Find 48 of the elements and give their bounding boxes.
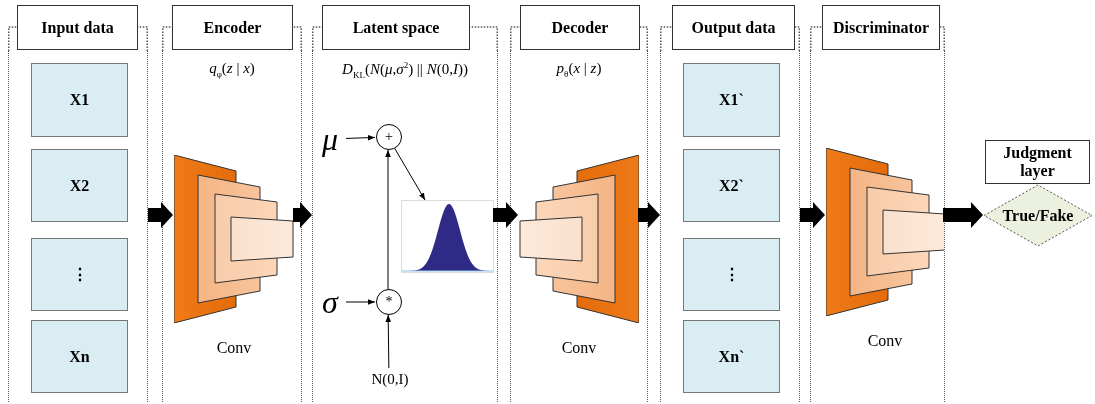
dotted-panel-outline bbox=[8, 51, 148, 402]
operator-circle: + bbox=[376, 124, 402, 150]
dotted-panel-outline bbox=[810, 51, 945, 402]
data-box: X1` bbox=[683, 63, 780, 137]
panel-heading: Output data bbox=[672, 5, 795, 50]
panel-heading: Discriminator bbox=[822, 5, 940, 50]
arrow bbox=[345, 299, 376, 305]
dotted-panel-outline bbox=[510, 51, 648, 402]
symbol-label: μ bbox=[313, 122, 347, 156]
data-box: ⋮ bbox=[683, 238, 780, 311]
conv-layers-drawing bbox=[826, 148, 944, 316]
panel-heading: Encoder bbox=[172, 5, 293, 50]
block-arrow bbox=[493, 202, 518, 228]
formula: q$_{φ}$(z | x) bbox=[208, 60, 256, 79]
dotted-panel-outline bbox=[660, 51, 800, 402]
operator-circle: * bbox=[376, 289, 402, 315]
gaussian-plot-picture bbox=[401, 200, 494, 273]
conv-layers-drawing bbox=[519, 155, 639, 323]
block-arrow bbox=[148, 202, 173, 228]
panel-heading: Decoder bbox=[520, 5, 640, 50]
arrow bbox=[385, 314, 392, 369]
decision-diamond: True/Fake bbox=[983, 184, 1093, 247]
formula: D$_{KL}$(N(μ,σ$^{2}$) || N(0,I)) bbox=[341, 60, 469, 80]
formula: p$_{θ}$(x | z) bbox=[555, 60, 603, 79]
arrow bbox=[345, 134, 376, 141]
input-label: N(0,I) bbox=[361, 368, 419, 390]
block-arrow bbox=[293, 202, 312, 228]
conv-layers-drawing bbox=[174, 155, 294, 323]
layer-heading-box: Judgment layer bbox=[985, 140, 1090, 184]
layer-label: Conv bbox=[215, 339, 253, 357]
arrow bbox=[394, 147, 426, 201]
layer-label: Conv bbox=[560, 339, 598, 357]
data-box: ⋮ bbox=[31, 238, 128, 311]
panel-heading: Input data bbox=[17, 5, 138, 50]
block-arrow bbox=[800, 202, 825, 228]
data-box: X1 bbox=[31, 63, 128, 137]
block-arrow bbox=[638, 202, 660, 228]
layer-label: Conv bbox=[866, 332, 904, 350]
arrow bbox=[385, 149, 391, 290]
data-box: X2` bbox=[683, 149, 780, 222]
data-box: Xn bbox=[31, 320, 128, 393]
dotted-panel-outline bbox=[162, 51, 302, 402]
dotted-panel-outline bbox=[312, 51, 498, 402]
symbol-label: σ bbox=[313, 285, 347, 319]
data-box: Xn` bbox=[683, 320, 780, 393]
panel-heading: Latent space bbox=[322, 5, 470, 50]
block-arrow bbox=[943, 202, 983, 228]
data-box: X2 bbox=[31, 149, 128, 222]
